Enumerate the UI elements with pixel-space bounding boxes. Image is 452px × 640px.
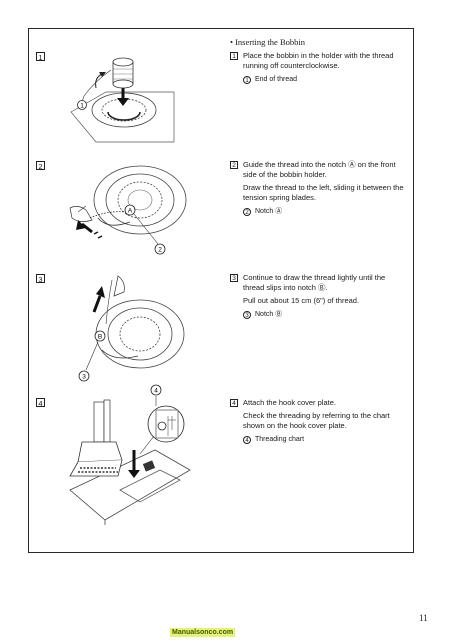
step-3-text: 3 Continue to draw the thread lightly un…	[230, 273, 405, 320]
step-3-box: 3	[230, 274, 238, 282]
section-title: • Inserting the Bobbin	[230, 37, 305, 47]
step-3-illus-marker-b: B	[98, 334, 102, 341]
bobbin-placement-illustration: 1	[70, 57, 175, 143]
step-3-number: 3	[36, 274, 45, 284]
step-1-callout-label: End of thread	[255, 76, 298, 83]
step-2-callout-mark: 2	[243, 208, 251, 216]
notch-a-illustration: A 2	[69, 165, 187, 255]
step-4-callout-label: Threading chart	[255, 436, 305, 443]
step-1-text: 1 Place the bobbin in the holder with th…	[230, 51, 405, 85]
hook-cover-plate-illustration: 4	[69, 384, 191, 525]
step-2-number: 2	[36, 161, 45, 171]
step-4-callout-mark: 4	[243, 436, 251, 444]
step-3-line-1: Continue to draw the thread lightly unti…	[243, 273, 386, 292]
step-4-line-2: Check the threading by referring to the …	[243, 411, 390, 430]
step-2-line-1: Guide the thread into the notch Ⓐ on the…	[243, 160, 396, 179]
step-1-number: 1	[36, 52, 45, 62]
page-frame	[28, 28, 414, 553]
step-2-illus-marker: 2	[158, 247, 162, 254]
step-3-illus-marker: 3	[82, 374, 86, 381]
step-1-illus-marker: 1	[80, 103, 84, 110]
step-4-line-1: Attach the hook cover plate.	[243, 398, 336, 407]
step-4-number: 4	[36, 398, 45, 408]
step-2-callout: 2 Notch Ⓐ	[243, 207, 405, 217]
step-4-text: 4 Attach the hook cover plate. Check the…	[230, 398, 405, 445]
step-4-box: 4	[230, 399, 238, 407]
step-1-callout: 1 End of thread	[243, 75, 405, 85]
step-2-box: 2	[230, 161, 238, 169]
step-1-callout-mark: 1	[243, 76, 251, 84]
step-2-illus-marker-a: A	[128, 208, 133, 215]
watermark: Manualsonco.com	[170, 628, 236, 637]
step-4-illus-marker: 4	[154, 388, 158, 395]
step-2-text: 2 Guide the thread into the notch Ⓐ on t…	[230, 160, 405, 217]
step-4-callout: 4 Threading chart	[243, 435, 405, 445]
step-1-box: 1	[230, 52, 238, 60]
step-2-callout-label: Notch Ⓐ	[255, 208, 283, 215]
step-3-callout-mark: 3	[243, 311, 251, 319]
page-number: 11	[419, 613, 428, 623]
step-2-line-2: Draw the thread to the left, sliding it …	[243, 183, 404, 202]
step-3-line-2: Pull out about 15 cm (6") of thread.	[243, 296, 360, 305]
step-1-line-1: Place the bobbin in the holder with the …	[243, 51, 394, 70]
step-3-callout: 3 Notch Ⓑ	[243, 310, 405, 320]
step-3-callout-label: Notch Ⓑ	[255, 311, 283, 318]
notch-b-illustration: B 3	[78, 275, 185, 382]
